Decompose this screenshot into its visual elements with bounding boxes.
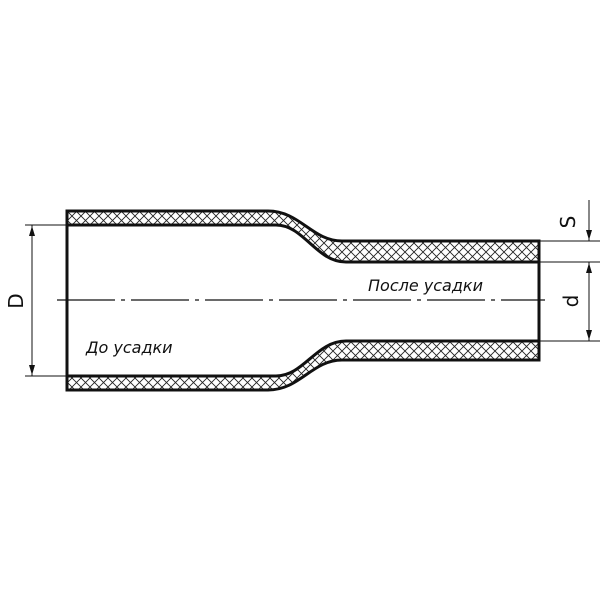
label-before-shrink: До усадки — [85, 338, 173, 357]
label-after-shrink: После усадки — [368, 276, 483, 295]
tube-outline — [65, 209, 541, 392]
dimension-D — [25, 224, 67, 377]
label-S: S — [556, 216, 580, 229]
dimension-d — [539, 200, 600, 342]
label-d: d — [559, 295, 583, 308]
label-D: D — [4, 293, 28, 308]
